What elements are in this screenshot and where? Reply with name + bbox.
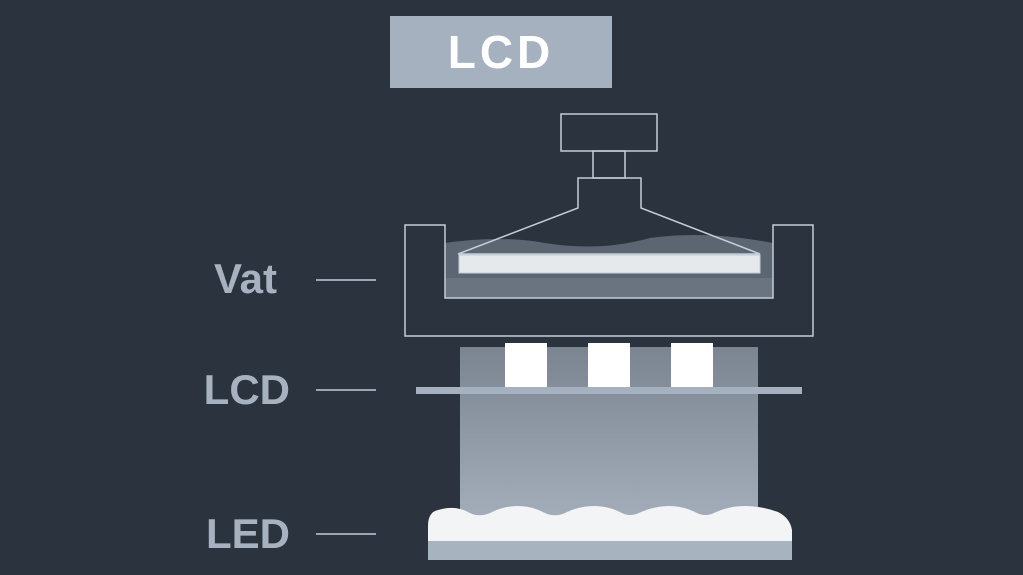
resin-lower — [445, 278, 773, 298]
build-stem — [592, 150, 626, 179]
build-arm — [457, 177, 761, 255]
lcd-pixel — [671, 343, 713, 387]
led-base — [428, 541, 792, 560]
lcd-screen — [416, 387, 802, 394]
led-array — [428, 506, 792, 541]
title-box: LCD — [390, 16, 612, 88]
title-text: LCD — [447, 26, 555, 78]
led-label: LED — [206, 510, 290, 557]
lcd-label: LCD — [203, 366, 290, 413]
lcd-pixel — [588, 343, 630, 387]
build-plate — [458, 254, 761, 274]
vat — [404, 224, 814, 337]
vat-label: Vat — [213, 255, 277, 302]
lcd-pixel — [505, 343, 547, 387]
build-knob — [560, 113, 658, 152]
